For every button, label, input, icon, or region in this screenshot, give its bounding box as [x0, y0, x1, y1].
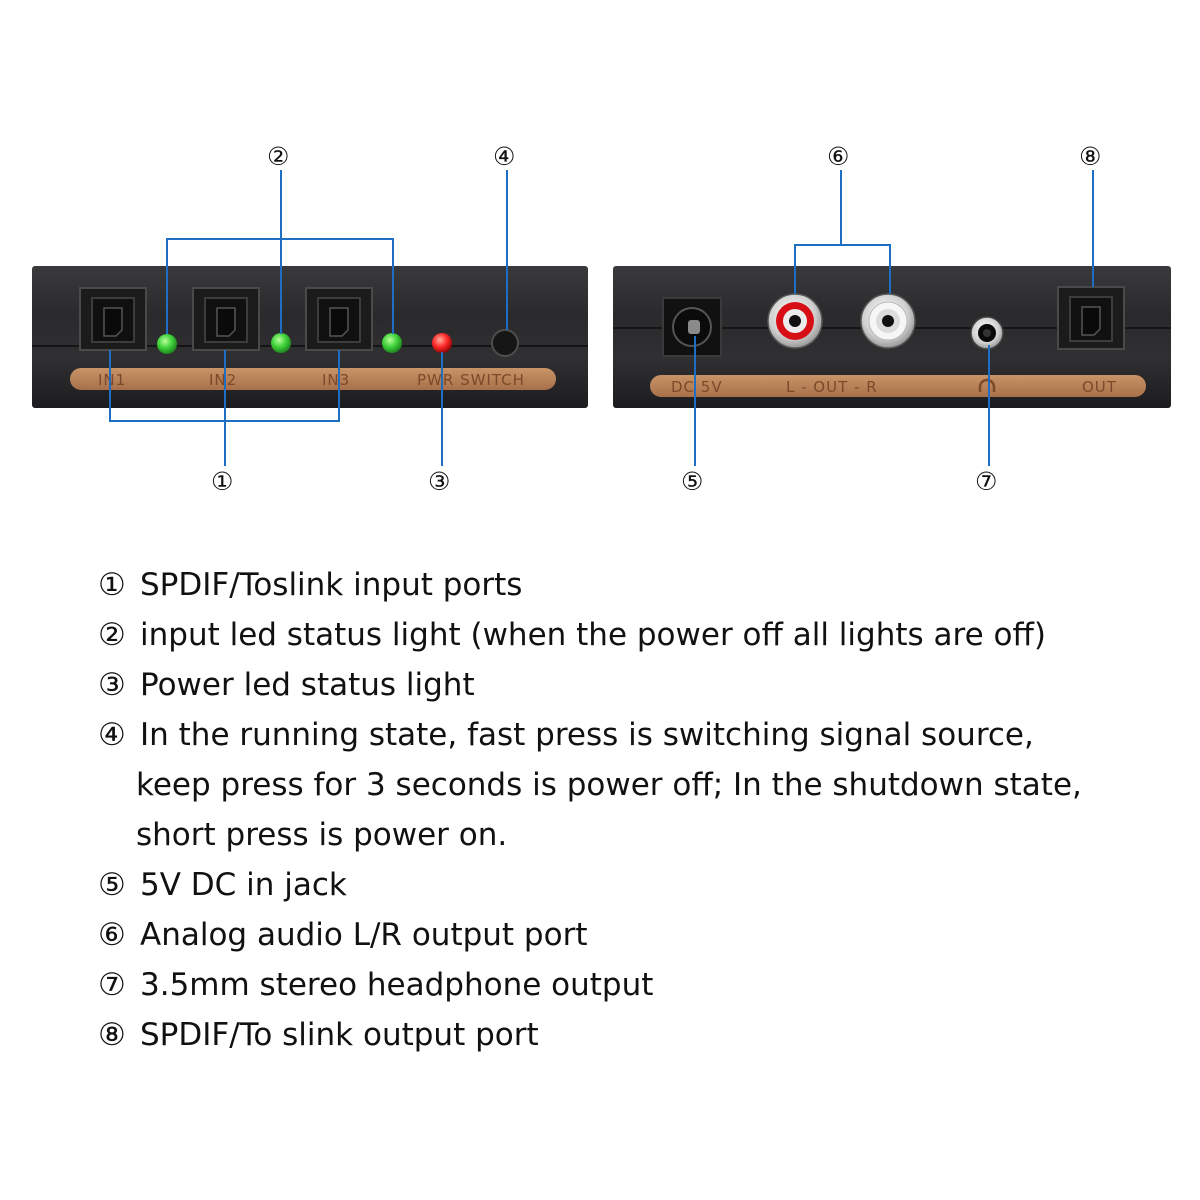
label-in3: IN3	[322, 371, 350, 389]
callout-line-6	[794, 244, 891, 294]
legend-item-5: ⑤ 5V DC in jack	[98, 860, 1168, 910]
callout-number-3: ③	[428, 467, 450, 496]
legend-item-1: ① SPDIF/Toslink input ports	[98, 560, 1168, 610]
headphone-icon	[978, 378, 996, 392]
legend-number: ①	[98, 567, 126, 603]
legend-text: SPDIF/To slink output port	[140, 1017, 539, 1053]
callout-number-1: ①	[211, 467, 233, 496]
legend-text: 3.5mm stereo headphone output	[140, 967, 654, 1003]
legend-item-7: ⑦ 3.5mm stereo headphone output	[98, 960, 1168, 1010]
right-label-strip	[650, 375, 1146, 397]
legend-item-4: ④ In the running state, fast press is swi…	[98, 710, 1168, 760]
label-dc5v: DC 5V	[671, 378, 723, 396]
toslink-port-in1	[79, 287, 147, 351]
legend-number: ④	[98, 717, 126, 753]
callout-number-8: ⑧	[1079, 142, 1101, 171]
legend-number: ⑤	[98, 867, 126, 903]
legend-text: 5V DC in jack	[140, 867, 347, 903]
legend-number: ⑦	[98, 967, 126, 1003]
label-in1: IN1	[98, 371, 126, 389]
label-pwr-switch: PWR SWITCH	[417, 371, 525, 389]
left-panel: IN1 IN2 IN3 PWR SWITCH	[32, 266, 588, 408]
legend-item-8: ⑧ SPDIF/To slink output port	[98, 1010, 1168, 1060]
power-switch-button	[491, 329, 519, 357]
legend-text: Power led status light	[140, 667, 475, 703]
label-out: OUT	[1082, 378, 1117, 396]
right-panel: DC 5V L - OUT - R OUT	[613, 266, 1171, 408]
rca-left-jack	[767, 293, 823, 349]
callout-lines	[109, 170, 1094, 466]
legend-number: ③	[98, 667, 126, 703]
toslink-port-out	[1057, 286, 1125, 350]
toslink-port-in3	[305, 287, 373, 351]
legend-number: ②	[98, 617, 126, 653]
legend-text: SPDIF/Toslink input ports	[140, 567, 523, 603]
label-in2: IN2	[209, 371, 237, 389]
legend-text: Analog audio L/R output port	[140, 917, 588, 953]
callout-number-2: ②	[267, 142, 289, 171]
legend-item-3: ③ Power led status light	[98, 660, 1168, 710]
legend-text: In the running state, fast press is swit…	[140, 717, 1034, 753]
rca-right-jack	[860, 293, 916, 349]
toslink-port-in2	[192, 287, 260, 351]
input-led-3	[382, 333, 402, 353]
dc-jack	[662, 297, 722, 357]
legend-item-4-continuation-2: short press is power on.	[136, 817, 508, 853]
legend-number: ⑥	[98, 917, 126, 953]
left-label-strip	[70, 368, 556, 390]
callout-number-7: ⑦	[975, 467, 997, 496]
callout-number-5: ⑤	[681, 467, 703, 496]
power-led	[432, 333, 452, 353]
legend-item-2: ② input led status light (when the power …	[98, 610, 1168, 660]
legend-list: ① SPDIF/Toslink input ports ② input led st…	[98, 560, 1168, 1060]
legend-item-4-continuation-1: keep press for 3 seconds is power off; I…	[136, 767, 1082, 803]
input-led-2	[271, 333, 291, 353]
legend-text: input led status light (when the power o…	[140, 617, 1046, 653]
device-panels-diagram: IN1 IN2 IN3 PWR SWITCH	[32, 142, 1171, 496]
headphone-jack	[970, 316, 1004, 350]
legend-number: ⑧	[98, 1017, 126, 1053]
callout-number-4: ④	[493, 142, 515, 171]
input-led-1	[157, 334, 177, 354]
label-l-out-r: L - OUT - R	[786, 378, 878, 396]
legend-item-6: ⑥ Analog audio L/R output port	[98, 910, 1168, 960]
callout-number-6: ⑥	[827, 142, 849, 171]
